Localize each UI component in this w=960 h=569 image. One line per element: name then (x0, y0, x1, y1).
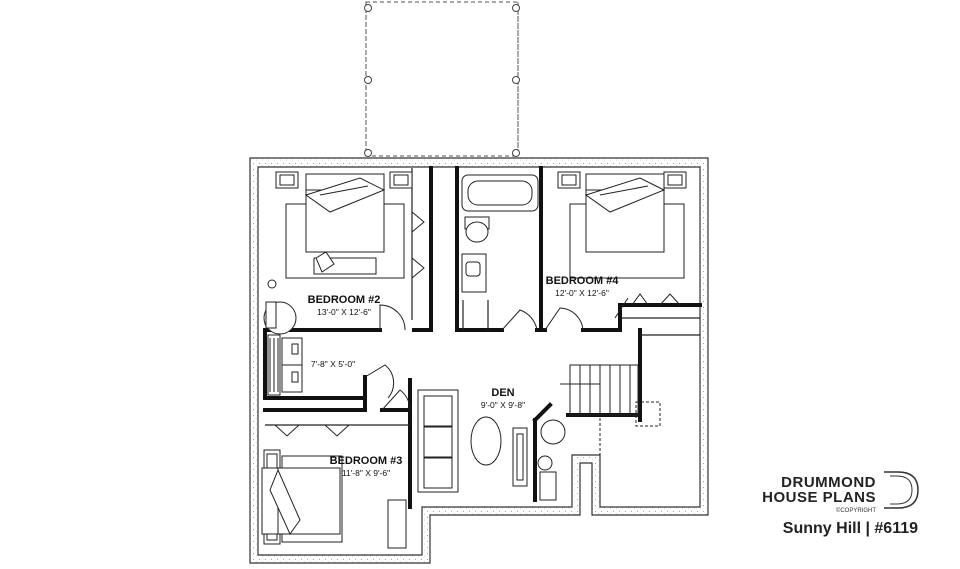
thin-walls (265, 168, 700, 426)
storage-dims: 7'-8" X 5'-0" (311, 359, 355, 369)
deck-outline (365, 1, 519, 157)
brand-logo: DRUMMOND HOUSE PLANS ©COPYRIGHT Sunny Hi… (762, 471, 919, 537)
brand-line1: DRUMMOND (781, 474, 876, 491)
stairs (560, 364, 661, 455)
bedroom3-dims: 11'-8" X 9'-6" (342, 468, 390, 478)
bedroom4-title: BEDROOM #4 (546, 275, 620, 287)
bedroom3-title: BEDROOM #3 (330, 455, 403, 467)
bedroom2-dims: 13'-0" X 12'-6" (317, 307, 371, 317)
storage-shelves (267, 334, 303, 396)
bedroom4-dims: 12'-0" X 12'-6" (555, 288, 609, 298)
exterior-wall (249, 157, 709, 564)
brand-copyright: ©COPYRIGHT (836, 507, 876, 514)
bedroom4-furniture (557, 171, 687, 279)
brand-d-icon (884, 471, 919, 509)
den-furniture (417, 389, 566, 501)
den-title: DEN (491, 387, 514, 399)
brand-line2: HOUSE PLANS (762, 489, 876, 506)
plan-name: Sunny Hill | #6119 (783, 520, 918, 537)
deck-posts (364, 4, 520, 157)
den-dims: 9'-0" X 9'-8" (481, 400, 525, 410)
bedroom2-furniture (263, 171, 413, 335)
bedroom2-title: BEDROOM #2 (308, 294, 381, 306)
bathroom-fixtures (461, 174, 539, 293)
bedroom3-furniture (261, 449, 407, 549)
interior-walls (263, 166, 702, 509)
doors (274, 211, 681, 437)
